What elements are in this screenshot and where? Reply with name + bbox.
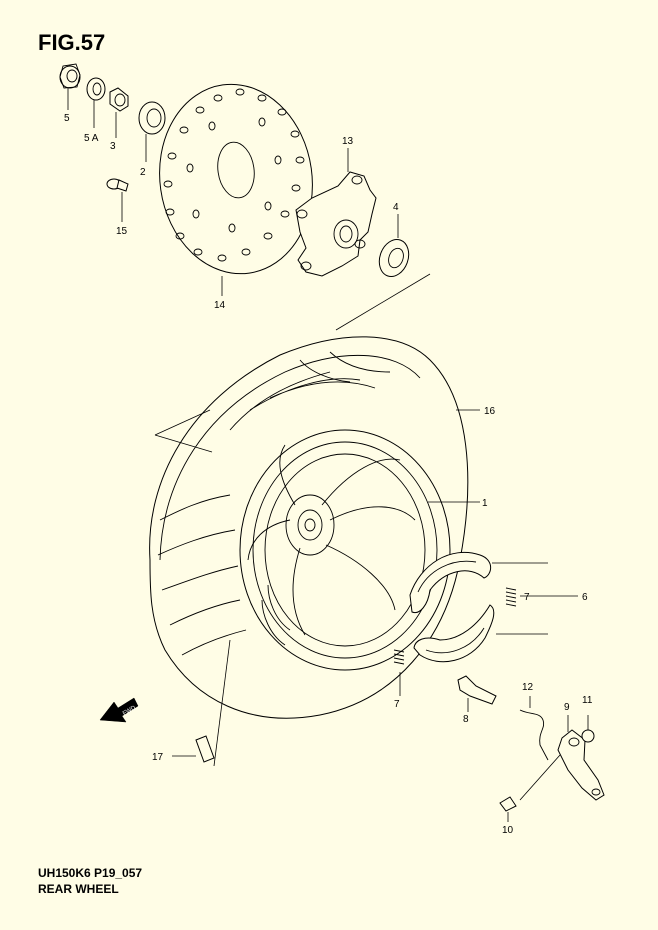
model-code: UH150K6 P19_057 (38, 866, 143, 880)
bolt-10-part (499, 796, 517, 812)
brake-shoe-lower-part (413, 604, 495, 663)
brake-arm-part (557, 729, 605, 801)
callout-7-upper: 7 (524, 592, 530, 603)
brake-disc-part (159, 83, 313, 275)
callout-11: 11 (582, 695, 593, 706)
callout-9: 9 (564, 702, 570, 713)
callout-8: 8 (463, 714, 469, 725)
brake-shoe-upper-part (409, 551, 492, 614)
callout-7-lower: 7 (394, 699, 400, 710)
hub-flange-part (295, 171, 377, 277)
bearing-part (378, 239, 410, 277)
callout-2: 2 (140, 167, 146, 178)
callout-15: 15 (116, 226, 128, 237)
spacer-part (138, 101, 166, 135)
collar-part (109, 87, 129, 112)
callout-1: 1 (482, 498, 488, 509)
washer-part (86, 77, 106, 101)
forward-direction-arrow: FWD (99, 697, 139, 723)
callout-10: 10 (502, 825, 514, 836)
callout-3: 3 (110, 141, 116, 152)
callout-4: 4 (393, 202, 399, 213)
valve-stem-part (457, 675, 497, 705)
return-spring-part (519, 709, 549, 761)
callout-14: 14 (214, 300, 226, 311)
callout-numbers: 5 5 A 3 2 15 14 13 4 16 1 6 7 7 8 12 9 1… (64, 113, 593, 836)
callout-13: 13 (342, 136, 354, 147)
figure-title: FIG.57 (38, 30, 106, 55)
callout-5: 5 (64, 113, 70, 124)
callout-16: 16 (484, 406, 496, 417)
callout-12: 12 (522, 682, 534, 693)
assembly-guide-line (335, 273, 431, 331)
figure-caption: REAR WHEEL (38, 882, 119, 896)
nut-part (59, 63, 81, 89)
wheel-rim-part (239, 429, 451, 671)
brake-rod-guide-line (519, 754, 561, 801)
spring-part (393, 587, 517, 665)
callout-17: 17 (152, 752, 164, 763)
bolt-part (106, 178, 129, 192)
valve-cap-part (195, 735, 215, 763)
brake-arm-nut-part (581, 729, 595, 743)
leader-lines (67, 88, 589, 822)
callout-5a: 5 A (84, 133, 99, 144)
callout-6: 6 (582, 592, 588, 603)
